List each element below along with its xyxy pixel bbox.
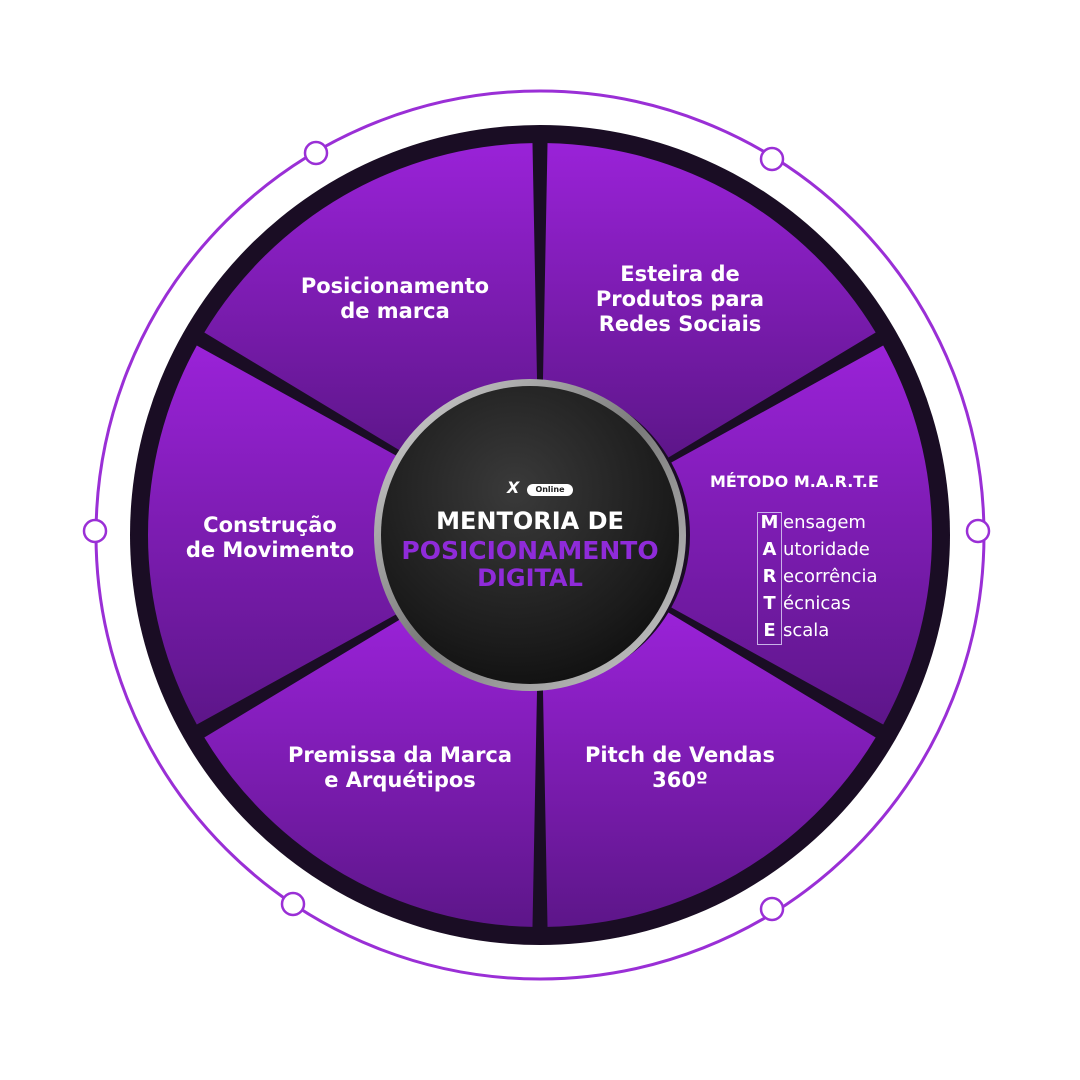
ring-node (759, 896, 785, 922)
ring-nodes (82, 140, 991, 922)
method-letter: M (760, 512, 779, 533)
segment-label-pitch: Pitch de Vendas 360º (585, 743, 775, 792)
method-word: utoridade (783, 539, 870, 560)
wheel-segment (542, 612, 876, 927)
method-title: MÉTODO M.A.R.T.E (710, 472, 879, 491)
wheel-segment (204, 612, 538, 927)
wheel-segment (542, 143, 876, 458)
method-letter-box (757, 512, 782, 645)
center-title-line2: POSICIONAMENTO (401, 536, 659, 565)
method-letter: R (762, 566, 777, 587)
ring-node (759, 146, 785, 172)
center-title-line1: MENTORIA DE (436, 507, 624, 535)
method-word: ensagem (783, 512, 866, 533)
wheel-segments (147, 143, 932, 927)
center-title-line3: DIGITAL (477, 564, 583, 592)
wheel-segment (204, 143, 538, 458)
segment-label-esteira: Esteira de Produtos para Redes Sociais (595, 262, 765, 336)
wheel-segment (671, 345, 932, 725)
method-word: écnicas (783, 593, 851, 614)
ring-node (82, 518, 108, 544)
logo-mark: X (507, 478, 520, 497)
method-letter: T (763, 593, 776, 614)
method-word: ecorrência (783, 566, 878, 587)
segment-label-construcao: Construção de Movimento (185, 513, 355, 562)
method-word: scala (783, 620, 830, 641)
center-disc (381, 386, 679, 684)
ring-node (965, 518, 991, 544)
ring-node (280, 891, 306, 917)
segment-label-premissa: Premissa da Marca e Arquétipos (287, 743, 513, 792)
wheel-segment (147, 345, 409, 725)
ring-node (303, 140, 329, 166)
method-letter: A (762, 539, 777, 560)
logo-badge: Online (527, 484, 573, 496)
segment-label-posicionamento: Posicionamento de marca (300, 274, 490, 323)
method-letter: E (763, 620, 776, 641)
